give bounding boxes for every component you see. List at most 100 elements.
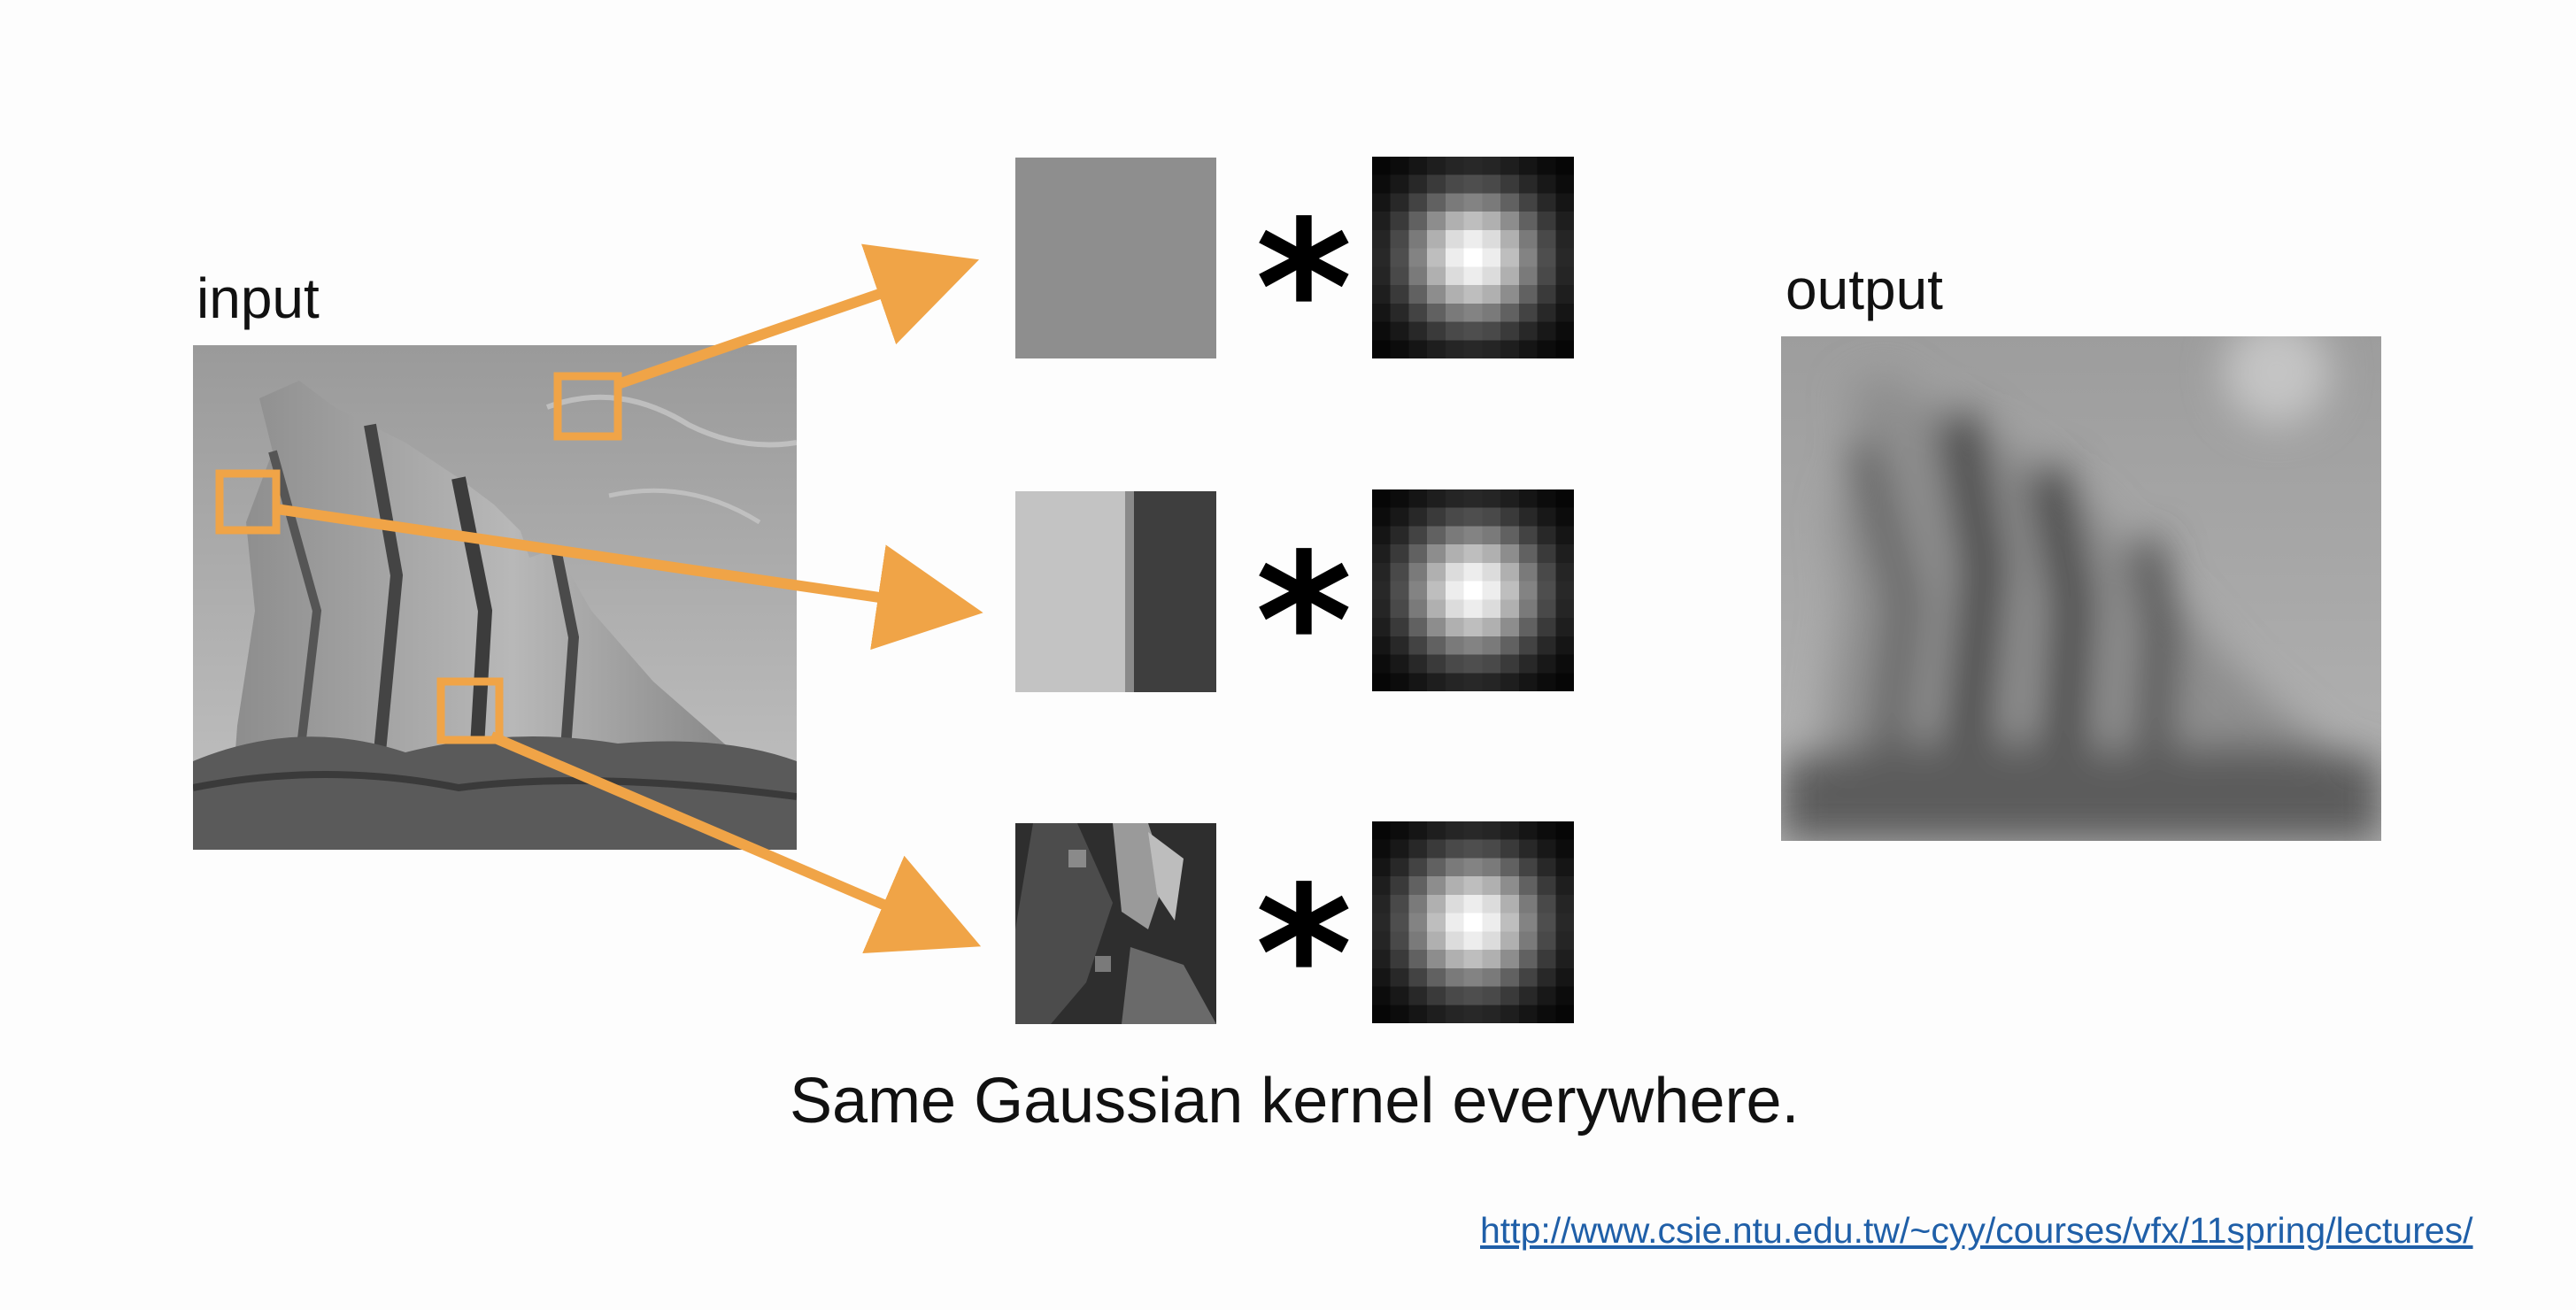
kernel-cell bbox=[1482, 248, 1501, 267]
kernel-cell bbox=[1372, 303, 1392, 323]
kernel-cell bbox=[1500, 489, 1520, 509]
kernel-cell bbox=[1463, 913, 1483, 932]
kernel-cell bbox=[1427, 193, 1446, 212]
kernel-cell bbox=[1427, 876, 1446, 896]
kernel-cell bbox=[1537, 636, 1556, 656]
kernel-cell bbox=[1390, 212, 1410, 231]
kernel-cell bbox=[1390, 913, 1410, 932]
kernel-cell bbox=[1555, 618, 1574, 637]
kernel-cell bbox=[1500, 967, 1520, 988]
kernel-cell bbox=[1390, 1005, 1410, 1023]
kernel-cell bbox=[1445, 636, 1465, 656]
kernel-cell bbox=[1408, 654, 1428, 674]
kernel-cell bbox=[1390, 157, 1410, 176]
kernel-cell bbox=[1518, 858, 1539, 877]
kernel-cell bbox=[1500, 913, 1520, 932]
kernel-cell bbox=[1463, 821, 1483, 841]
kernel-cell bbox=[1408, 229, 1428, 250]
kernel-cell bbox=[1482, 1005, 1501, 1023]
kernel-cell bbox=[1445, 673, 1465, 691]
kernel-cell bbox=[1427, 266, 1446, 286]
kernel-cell bbox=[1463, 636, 1483, 656]
kernel-cell bbox=[1390, 526, 1410, 545]
kernel-cell bbox=[1390, 489, 1410, 509]
kernel-cell bbox=[1518, 599, 1539, 619]
kernel-cell bbox=[1445, 266, 1465, 286]
kernel-cell bbox=[1482, 229, 1501, 250]
kernel-cell bbox=[1372, 248, 1392, 267]
kernel-cell bbox=[1555, 303, 1574, 323]
kernel-cell bbox=[1390, 931, 1410, 951]
kernel-cell bbox=[1537, 212, 1556, 231]
kernel-cell bbox=[1482, 894, 1501, 914]
kernel-cell bbox=[1555, 229, 1574, 250]
kernel-cell bbox=[1518, 876, 1539, 896]
kernel-cell bbox=[1390, 285, 1410, 304]
kernel-cell bbox=[1500, 526, 1520, 545]
kernel-cell bbox=[1537, 950, 1556, 969]
kernel-cell bbox=[1500, 340, 1520, 358]
kernel-cell bbox=[1555, 266, 1574, 286]
kernel-cell bbox=[1537, 654, 1556, 674]
kernel-cell bbox=[1408, 673, 1428, 691]
kernel-cell bbox=[1500, 839, 1520, 859]
kernel-cell bbox=[1372, 913, 1392, 932]
kernel-cell bbox=[1427, 248, 1446, 267]
kernel-cell bbox=[1427, 636, 1446, 656]
kernel-cell bbox=[1445, 193, 1465, 212]
kernel-cell bbox=[1445, 248, 1465, 267]
kernel-cell bbox=[1537, 266, 1556, 286]
kernel-cell bbox=[1390, 821, 1410, 841]
kernel-cell bbox=[1445, 285, 1465, 304]
kernel-cell bbox=[1408, 618, 1428, 637]
kernel-cell bbox=[1408, 193, 1428, 212]
kernel-cell bbox=[1463, 303, 1483, 323]
kernel-cell bbox=[1463, 1005, 1483, 1023]
kernel-cell bbox=[1427, 526, 1446, 545]
kernel-cell bbox=[1390, 636, 1410, 656]
kernel-cell bbox=[1408, 285, 1428, 304]
kernel-cell bbox=[1390, 562, 1410, 582]
kernel-cell bbox=[1408, 266, 1428, 286]
kernel-cell bbox=[1500, 212, 1520, 231]
kernel-cell bbox=[1445, 340, 1465, 358]
kernel-cell bbox=[1390, 986, 1410, 1006]
kernel-cell bbox=[1390, 193, 1410, 212]
kernel-cell bbox=[1372, 654, 1392, 674]
kernel-cell bbox=[1463, 544, 1483, 564]
kernel-cell bbox=[1372, 212, 1392, 231]
kernel-cell bbox=[1445, 967, 1465, 988]
kernel-cell bbox=[1427, 967, 1446, 988]
kernel-cell bbox=[1408, 931, 1428, 951]
kernel-cell bbox=[1518, 507, 1539, 528]
kernel-cell bbox=[1537, 931, 1556, 951]
kernel-cell bbox=[1555, 562, 1574, 582]
kernel-cell bbox=[1555, 193, 1574, 212]
kernel-cell bbox=[1390, 581, 1410, 600]
kernel-cell bbox=[1500, 986, 1520, 1006]
kernel-cell bbox=[1463, 876, 1483, 896]
kernel-cell bbox=[1518, 913, 1539, 932]
kernel-cell bbox=[1518, 266, 1539, 286]
kernel-cell bbox=[1555, 986, 1574, 1006]
kernel-cell bbox=[1518, 654, 1539, 674]
kernel-cell bbox=[1408, 967, 1428, 988]
kernel-cell bbox=[1482, 212, 1501, 231]
kernel-cell bbox=[1518, 673, 1539, 691]
kernel-cell bbox=[1408, 212, 1428, 231]
kernel-cell bbox=[1500, 266, 1520, 286]
kernel-cell bbox=[1518, 986, 1539, 1006]
kernel-cell bbox=[1555, 858, 1574, 877]
source-link[interactable]: http://www.csie.ntu.edu.tw/~cyy/courses/… bbox=[1480, 1210, 2473, 1251]
kernel-cell bbox=[1463, 266, 1483, 286]
kernel-cell bbox=[1537, 248, 1556, 267]
kernel-cell bbox=[1537, 489, 1556, 509]
gaussian-kernel bbox=[1372, 821, 1574, 1023]
kernel-cell bbox=[1463, 858, 1483, 877]
kernel-cell bbox=[1555, 1005, 1574, 1023]
kernel-cell bbox=[1372, 285, 1392, 304]
kernel-cell bbox=[1518, 157, 1539, 176]
kernel-cell bbox=[1518, 193, 1539, 212]
kernel-cell bbox=[1537, 986, 1556, 1006]
kernel-cell bbox=[1427, 913, 1446, 932]
